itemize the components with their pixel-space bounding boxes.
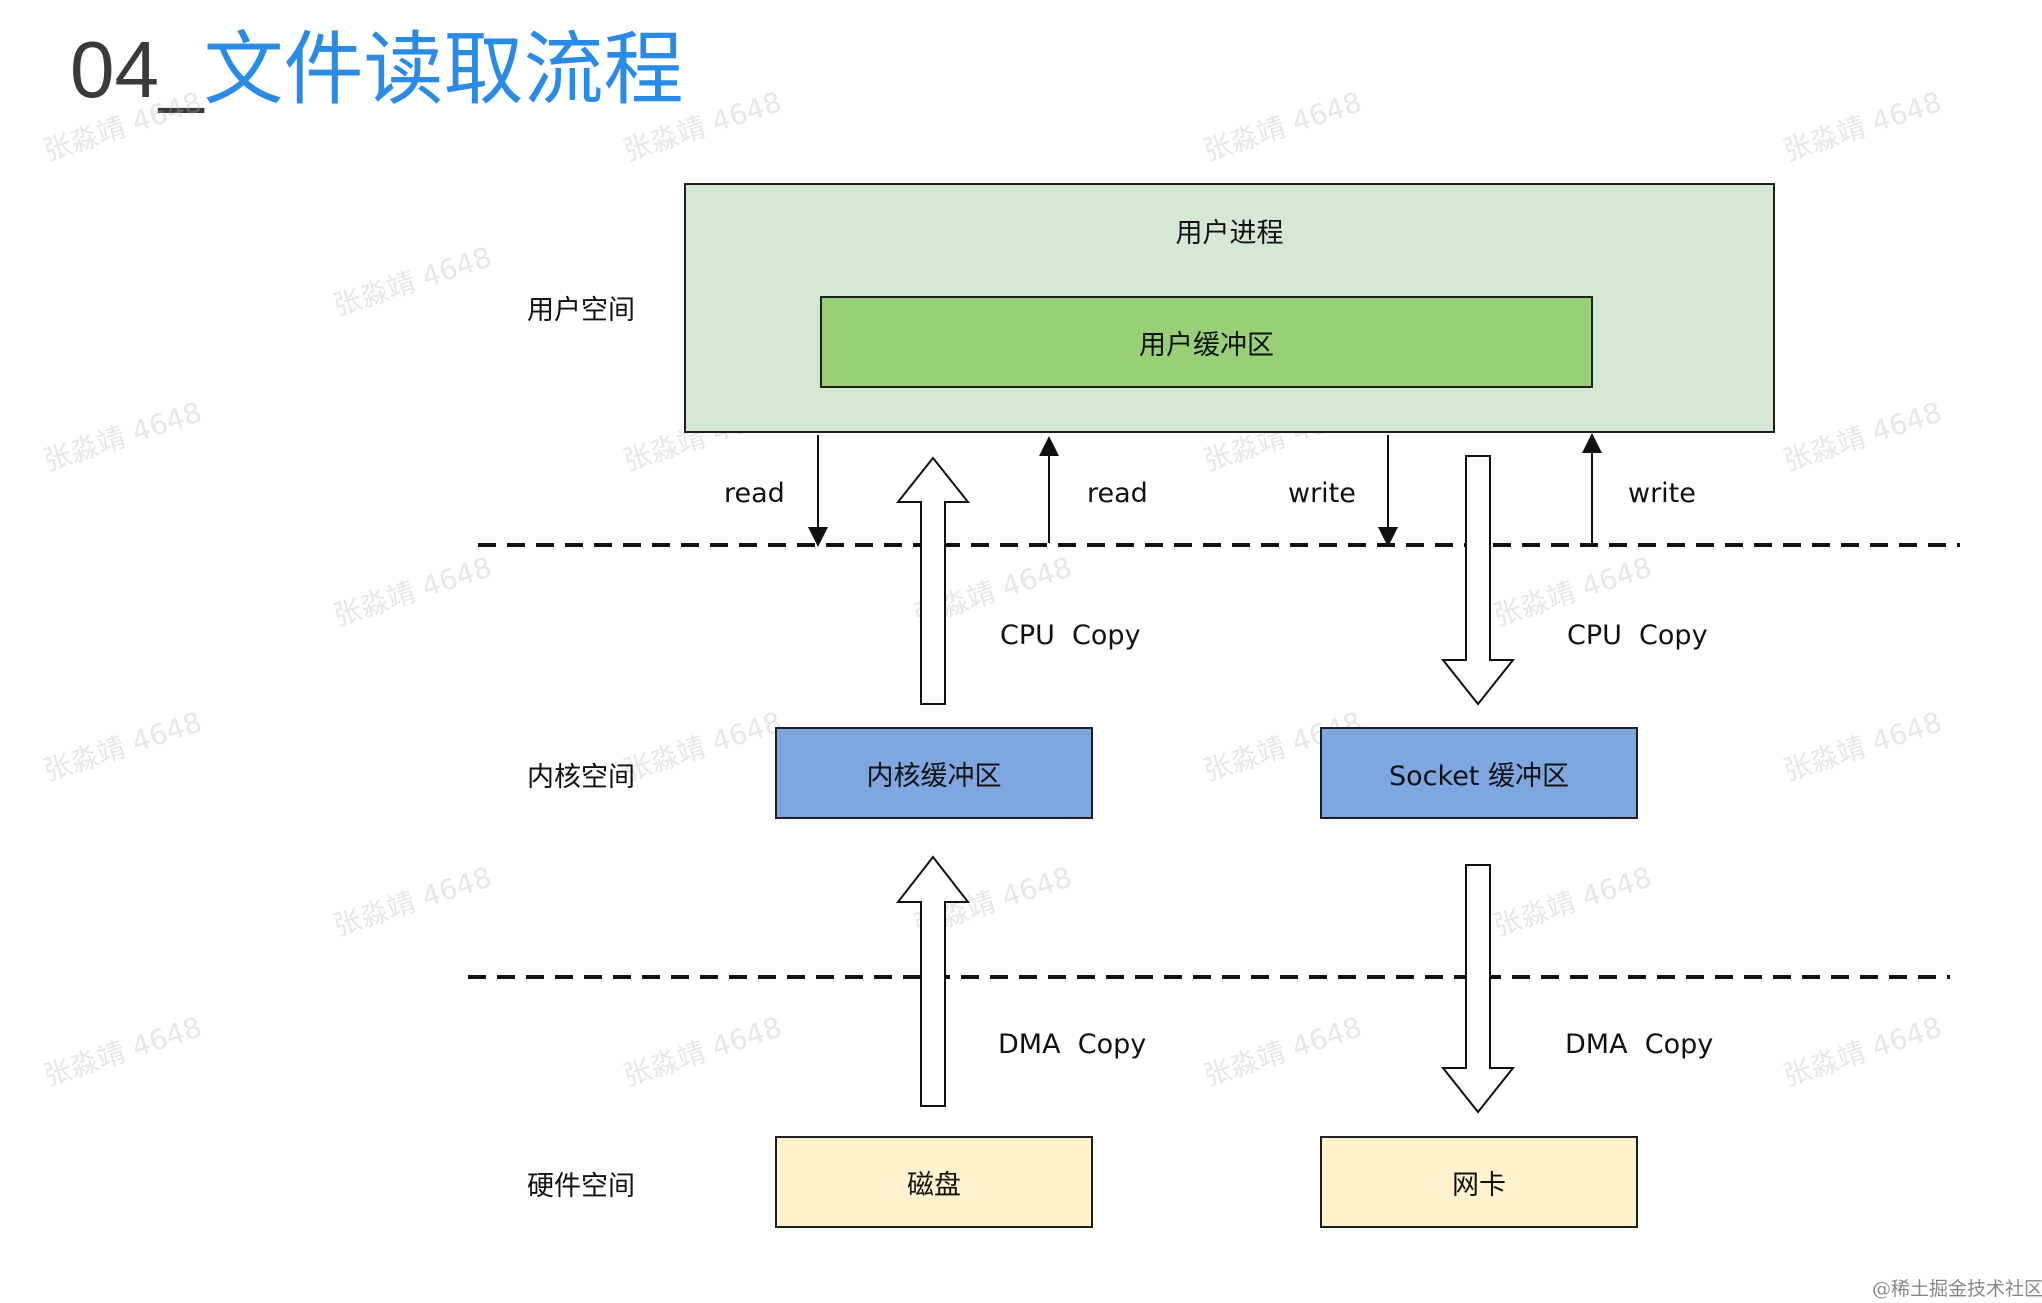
user-buffer-box: 用户缓冲区 (820, 296, 1593, 388)
dma-copy-label-right: DMA Copy (1565, 1029, 1714, 1060)
kernel-buffer-box: 内核缓冲区 (775, 727, 1093, 819)
socket-buffer-box: Socket 缓冲区 (1320, 727, 1638, 819)
dma-copy-label-left: DMA Copy (998, 1029, 1147, 1060)
hardware-space-label: 硬件空间 (527, 1171, 635, 1202)
read-label-1: read (724, 478, 785, 509)
disk-label: 磁盘 (907, 1169, 961, 1201)
write-label-2: write (1628, 478, 1696, 509)
nic-box: 网卡 (1320, 1136, 1638, 1228)
nic-label: 网卡 (1452, 1169, 1506, 1201)
user-buffer-label: 用户缓冲区 (1139, 329, 1274, 361)
write-label-1: write (1288, 478, 1356, 509)
footer-credit: @稀土掘金技术社区 (1872, 1278, 2042, 1300)
socket-buffer-label: Socket 缓冲区 (1389, 760, 1569, 792)
page-title: 04_文件读取流程 (70, 30, 683, 110)
title-number: 04_ (70, 25, 204, 114)
cpu-copy-down-arrow (1440, 455, 1516, 706)
dma-copy-down-arrow (1440, 864, 1516, 1114)
kernel-space-label: 内核空间 (527, 762, 635, 793)
kernel-buffer-label: 内核缓冲区 (866, 760, 1002, 792)
dma-copy-up-arrow (895, 855, 971, 1107)
user-space-label: 用户空间 (527, 295, 635, 326)
cpu-copy-label-right: CPU Copy (1567, 620, 1708, 651)
cpu-copy-up-arrow (895, 456, 971, 705)
title-text: 文件读取流程 (203, 23, 684, 116)
read-label-2: read (1087, 478, 1148, 509)
disk-box: 磁盘 (775, 1136, 1093, 1228)
cpu-copy-label-left: CPU Copy (1000, 620, 1141, 651)
user-process-label: 用户进程 (1175, 218, 1284, 249)
